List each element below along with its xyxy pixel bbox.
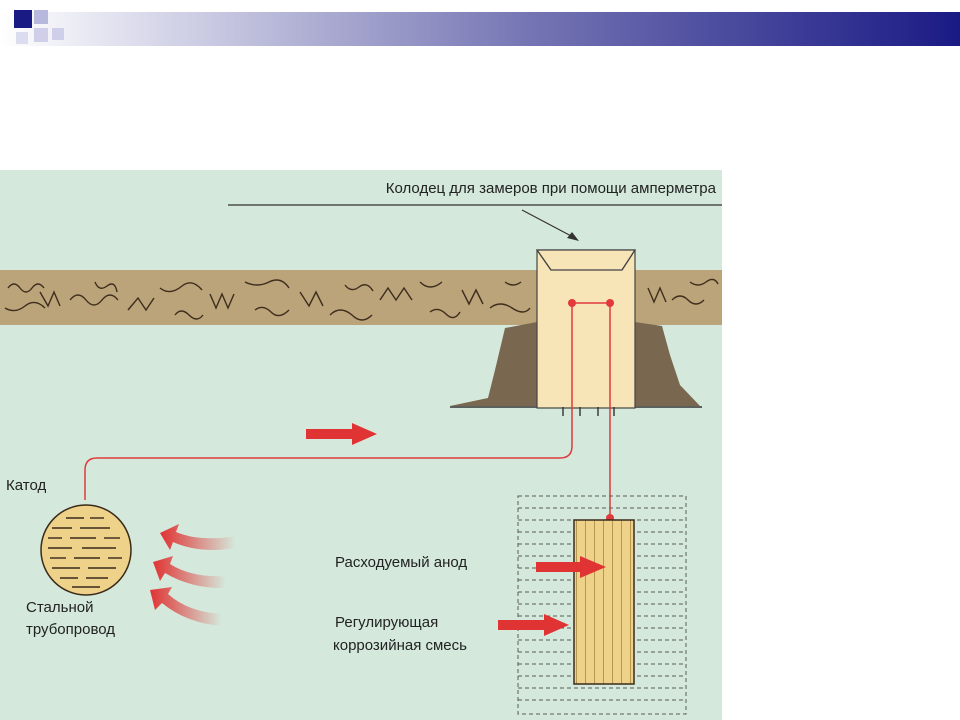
well-label: Колодец для замеров при помощи амперметр… <box>386 180 717 197</box>
logo-square-light-4 <box>16 32 28 44</box>
logo-square-light-3 <box>52 28 64 40</box>
anode-arrow-icon <box>536 556 606 578</box>
terminal-right <box>606 299 614 307</box>
pipe-label-line2: трубопровод <box>26 621 115 638</box>
pit-earth <box>450 322 537 406</box>
soil-texture <box>4 278 719 321</box>
pipe-texture <box>48 517 122 588</box>
junction-ticks <box>562 407 615 416</box>
measuring-well <box>536 249 636 409</box>
mix-label-line2: коррозийная смесь <box>333 637 467 654</box>
cathode-wire <box>84 303 573 500</box>
current-arrow-icon <box>306 423 377 445</box>
well-leader-arrowhead <box>567 232 579 241</box>
mix-label-line1: Регулирующая <box>335 614 438 631</box>
logo-square-dark <box>14 10 32 28</box>
slide-header-banner <box>0 12 960 46</box>
cathode-label: Катод <box>6 477 46 494</box>
logo-square-light-2 <box>34 28 48 42</box>
circuit-wires <box>84 302 611 518</box>
sacrificial-anode <box>573 519 635 685</box>
pipe-label-line1: Стальной <box>26 599 93 616</box>
pit-earth-right <box>635 322 700 406</box>
logo-square-light <box>34 10 48 24</box>
anode-label: Расходуемый анод <box>335 554 467 571</box>
well-lid <box>535 249 637 271</box>
steel-pipe-cross-section <box>40 504 132 596</box>
mix-arrow-icon <box>498 614 569 636</box>
well-leader-line <box>521 209 576 239</box>
cathodic-protection-diagram: Колодец для замеров при помощи амперметр… <box>0 170 722 720</box>
terminal-left <box>568 299 576 307</box>
curved-arrow-icon <box>150 524 236 626</box>
